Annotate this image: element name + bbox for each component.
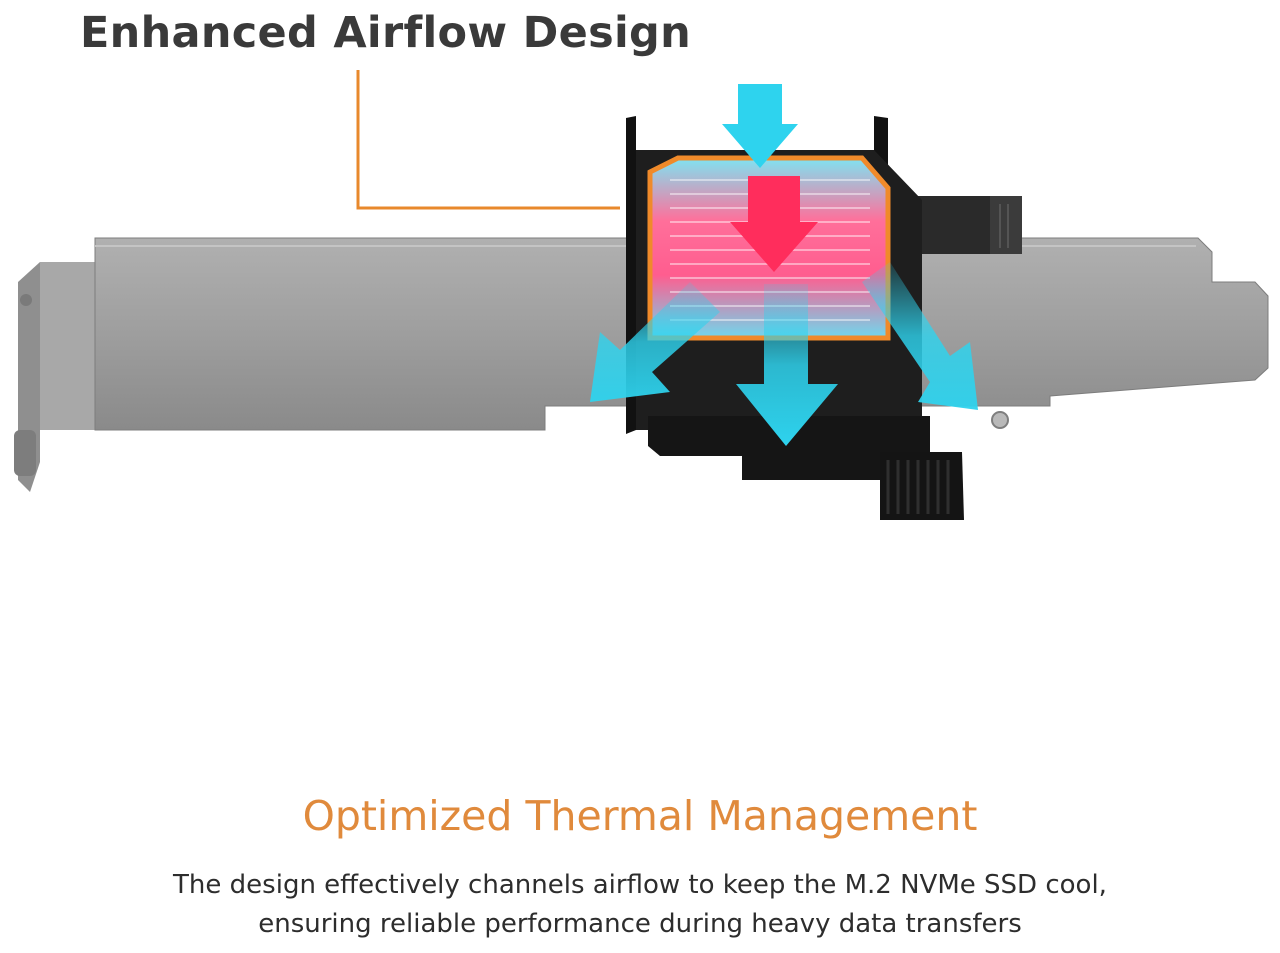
airflow-arrow-down-left-icon	[590, 282, 720, 402]
screw-icon	[991, 411, 1009, 429]
callout-line	[356, 70, 620, 210]
description-line: ensuring reliable performance during hea…	[258, 909, 1022, 939]
ssd-adapter-illustration	[14, 70, 1269, 520]
bracket-tab	[14, 262, 110, 492]
page-title: Enhanced Airflow Design	[80, 8, 692, 58]
airflow-arrow-down-right-icon	[862, 262, 978, 410]
section-description: The design effectively channels airflow …	[0, 866, 1280, 944]
description-line: The design effectively channels airflow …	[173, 870, 1107, 900]
airflow-arrow-down-icon	[722, 84, 798, 168]
section-subtitle: Optimized Thermal Management	[302, 792, 978, 840]
airflow-arrow-down-center-icon	[736, 284, 838, 446]
pcie-connector	[910, 196, 1022, 254]
heat-arrow-down-icon	[730, 176, 818, 272]
